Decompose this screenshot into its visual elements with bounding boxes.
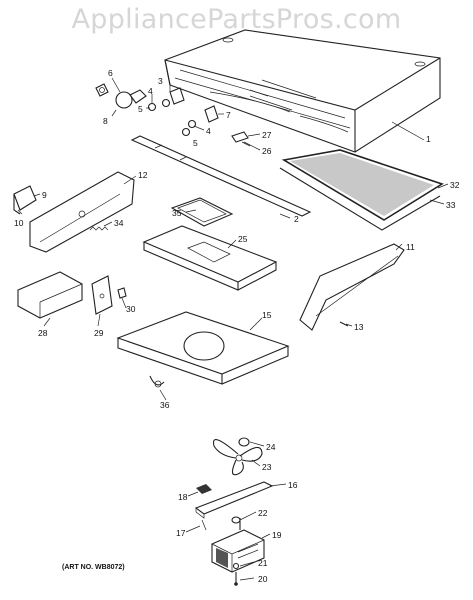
callout-35: 35	[172, 208, 182, 218]
callout-23: 23	[262, 462, 272, 472]
callout-25: 25	[238, 234, 248, 244]
callout-32: 32	[450, 180, 460, 190]
callout-19: 19	[272, 530, 282, 540]
callout-34: 34	[114, 218, 124, 228]
callout-5b: 5	[193, 138, 198, 148]
callout-2: 2	[294, 214, 299, 224]
callout-17: 17	[176, 528, 186, 538]
mount-hardware	[232, 562, 240, 586]
right-side-panel	[299, 243, 405, 331]
callout-16: 16	[288, 480, 298, 490]
callout-10: 10	[14, 218, 24, 228]
grease-filter	[279, 149, 444, 231]
wire-clip	[149, 375, 165, 388]
callout-27: 27	[262, 130, 272, 140]
grommet	[117, 287, 127, 299]
callout-22: 22	[258, 508, 268, 518]
callout-4b: 4	[206, 126, 211, 136]
callout-29: 29	[94, 328, 104, 338]
corner-bracket	[13, 185, 37, 215]
callout-20: 20	[258, 574, 268, 584]
callout-4: 4	[148, 86, 153, 96]
light-housing	[142, 225, 278, 291]
callout-11: 11	[406, 242, 415, 252]
blade-nut	[238, 437, 250, 447]
motor	[211, 518, 265, 573]
leader-lines	[17, 77, 449, 581]
callout-30: 30	[126, 304, 136, 314]
control-panel-strip	[130, 135, 312, 217]
fan-housing-tray	[116, 311, 290, 385]
callout-1: 1	[426, 134, 431, 144]
callout-33: 33	[446, 200, 456, 210]
callout-5: 5	[138, 104, 143, 114]
callout-15: 15	[262, 310, 272, 320]
lamp-socket-and-bulb	[95, 83, 147, 109]
spacer-block	[196, 484, 212, 494]
watermark: AppliancePartsPros.com	[71, 4, 402, 35]
art-number: (ART NO. WB8072)	[62, 564, 125, 571]
screw-17	[201, 519, 207, 531]
callout-6: 6	[108, 68, 113, 78]
callout-26: 26	[262, 146, 272, 156]
callout-28: 28	[38, 328, 48, 338]
callout-13: 13	[354, 322, 364, 332]
callout-12: 12	[138, 170, 148, 180]
motor-mount-bracket	[17, 271, 83, 319]
callout-18: 18	[178, 492, 188, 502]
callout-24: 24	[266, 442, 276, 452]
callout-8: 8	[103, 116, 108, 126]
callout-21: 21	[258, 558, 268, 568]
spring	[89, 226, 109, 231]
left-side-panel	[29, 171, 135, 253]
light-lens	[170, 197, 234, 227]
small-clips	[231, 131, 251, 147]
callout-9: 9	[42, 190, 47, 200]
callout-7: 7	[226, 110, 231, 120]
mounting-plate	[91, 275, 113, 315]
fan-blade	[212, 439, 263, 476]
callout-numbers: 1 2 3 4 5 6 7 8 9 10 11 12 13 15 16 17 1…	[14, 68, 460, 584]
callout-3: 3	[158, 76, 163, 86]
motor-grommet	[231, 516, 241, 524]
callout-36: 36	[160, 400, 170, 410]
